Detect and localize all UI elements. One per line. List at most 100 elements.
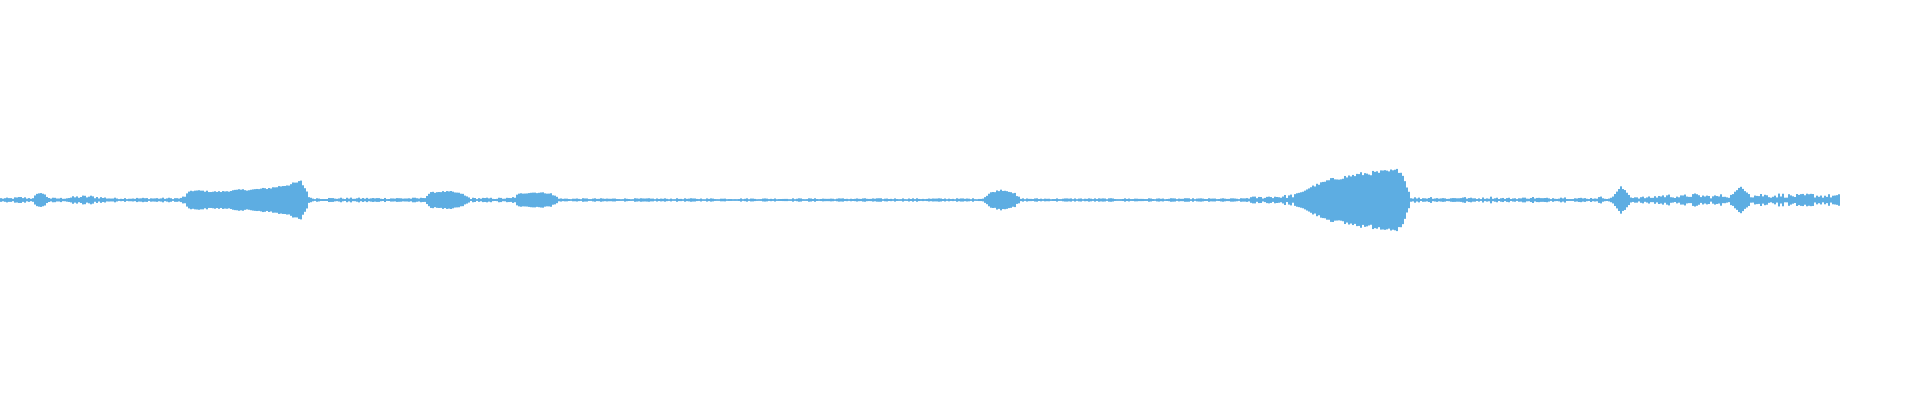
waveform-sample [500,197,502,203]
waveform-sample [1434,198,1436,202]
waveform-sample [1588,199,1590,201]
waveform-sample [1448,198,1450,202]
waveform-sample [1812,194,1814,206]
waveform-sample [1724,196,1726,204]
waveform-sample [1204,198,1206,202]
waveform-sample [112,198,114,202]
waveform-sample [798,198,800,202]
waveform-sample [960,198,962,202]
waveform-sample [1502,197,1504,203]
waveform-sample [1310,187,1312,213]
waveform-sample [720,198,722,202]
waveform-sample [1666,195,1668,205]
waveform-sample [930,198,932,202]
waveform-sample [270,188,272,212]
waveform-sample [1696,194,1698,206]
waveform-sample [734,199,736,201]
waveform-sample [1312,185,1314,215]
waveform-sample [938,198,940,202]
waveform-sample [1198,198,1200,202]
waveform-sample [1010,192,1012,208]
waveform-sample [218,191,220,209]
waveform-sample [1452,198,1454,202]
waveform-sample [28,198,30,202]
waveform-sample [768,199,770,201]
waveform-sample [550,193,552,207]
waveform-sample [1468,198,1470,202]
waveform-sample [1214,198,1216,202]
waveform-sample [1110,198,1112,202]
waveform-sample [362,198,364,202]
waveform-sample [1684,194,1686,206]
waveform-sample [1826,196,1828,204]
waveform-sample [1066,198,1068,202]
waveform-sample [700,198,702,202]
waveform-sample [1698,195,1700,205]
waveform-sample [1174,198,1176,202]
waveform-sample [876,198,878,202]
waveform-sample [1270,197,1272,203]
waveform-sample [1302,191,1304,209]
waveform-sample [866,198,868,202]
waveform-sample [1414,197,1416,203]
waveform-sample [192,191,194,209]
waveform-sample [114,197,116,203]
waveform-sample [56,198,58,202]
waveform-sample [598,198,600,202]
waveform-sample [342,198,344,202]
waveform-sample [1416,198,1418,202]
waveform-sample [526,193,528,207]
waveform-sample [102,197,104,203]
waveform-sample [1330,178,1332,222]
waveform-sample [1772,196,1774,204]
waveform-sample [278,186,280,214]
waveform-sample [282,186,284,214]
waveform-sample [1216,199,1218,201]
waveform-sample [424,198,426,202]
waveform-sample [1406,187,1408,213]
waveform-sample [1384,170,1386,230]
waveform-sample [106,198,108,202]
waveform-sample [1100,198,1102,202]
waveform-sample [1092,199,1094,201]
waveform-sample [1368,174,1370,226]
waveform-sample [862,198,864,202]
waveform-sample [940,198,942,202]
waveform-sample [122,198,124,202]
waveform-sample [1654,196,1656,204]
waveform-sample [1498,199,1500,201]
waveform-sample [850,198,852,202]
waveform-sample [674,199,676,201]
waveform-sample [1258,196,1260,204]
waveform-sample [806,199,808,201]
waveform-sample [860,198,862,202]
waveform-sample [1794,196,1796,204]
waveform-sample [1340,179,1342,221]
waveform-sample [1636,197,1638,203]
waveform-sample [68,198,70,202]
waveform-sample [118,199,120,201]
waveform-sample [1600,196,1602,204]
waveform-sample [1728,197,1730,203]
waveform-sample [1570,199,1572,201]
waveform-sample [546,193,548,207]
waveform-sample [1584,198,1586,202]
waveform-sample [586,198,588,202]
waveform-sample [294,182,296,218]
waveform-sample [820,198,822,202]
waveform-sample [166,198,168,202]
waveform-sample [158,198,160,202]
waveform-sample [646,198,648,202]
waveform-sample [234,189,236,211]
waveform-sample [1530,197,1532,203]
waveform-sample [584,198,586,202]
waveform-sample [780,199,782,201]
waveform-sample [1782,193,1784,207]
waveform-sample [1350,176,1352,224]
waveform-sample [1810,193,1812,207]
waveform-sample [1402,175,1404,225]
waveform-sample [1268,196,1270,204]
waveform-sample [654,199,656,201]
waveform-sample [1566,199,1568,201]
waveform-sample [1332,177,1334,223]
